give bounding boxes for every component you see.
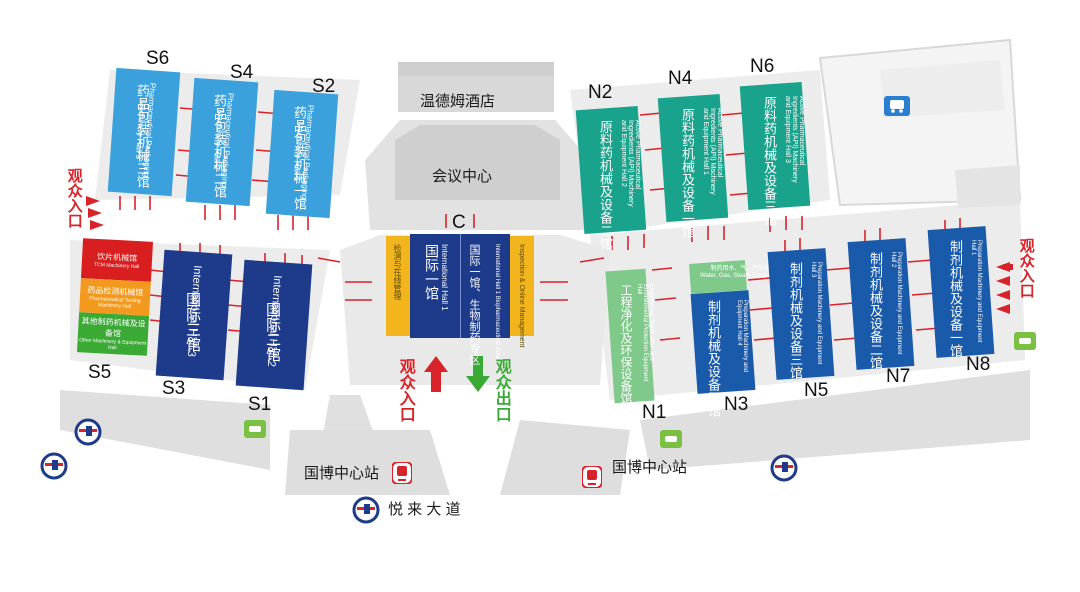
hall-C-en-1: International Hall 1	[440, 244, 449, 311]
hall-code-S5: S5	[88, 362, 112, 383]
conference-center-label: 会议中心	[432, 168, 493, 185]
hall-N1-en: Engineering, Purification and Environmen…	[636, 284, 654, 382]
bus-stop-icon[interactable]	[884, 96, 910, 116]
hall-N4-en: Active Pharmaceutical Ingredients (API) …	[702, 108, 723, 195]
hall-code-N8: N8	[966, 354, 991, 375]
hall-N6-en: Active Pharmaceutical Ingredients (API) …	[784, 96, 805, 183]
hall-N7-cn: 制剂机械及设备二馆	[868, 252, 883, 369]
hall-code-S6: S6	[146, 48, 170, 69]
hall-N8-cn: 制剂机械及设备一馆	[948, 240, 963, 357]
entrance-label-center: 观众入口	[396, 358, 414, 422]
hall-S2-cn: 药品包装机械一馆	[292, 106, 307, 210]
hall-C-side-left-label: 检测与在线管理	[393, 244, 402, 300]
hall-C-side-left[interactable]	[386, 236, 410, 336]
hall-S3-cn: 国际三馆	[184, 292, 201, 352]
hall-code-N2: N2	[588, 82, 613, 103]
entrance-label-east: 观众入口	[1017, 238, 1035, 298]
hall-N6-cn: 原料药机械及设备三馆	[762, 96, 777, 226]
hall-code-S2: S2	[312, 76, 336, 97]
hall-N5-en: Preparation Machinery and Equipment Hall…	[810, 262, 822, 365]
hall-C-en-2: International Hall 1 Biopharmaceutical Z…	[494, 244, 500, 361]
hotel-label: 温德姆酒店	[420, 93, 496, 110]
hall-N1-cn: 工程净化及环保设备馆	[619, 284, 633, 404]
hall-S4-cn: 药品包装机械二馆	[212, 94, 227, 198]
hall-C-cn-2: 国际一馆、生物制药专区	[468, 244, 480, 365]
hall-code-C: C	[452, 212, 466, 233]
station-label-east: 国博中心站	[612, 459, 688, 476]
parking-icon[interactable]	[1014, 332, 1036, 350]
hall-C-side-right[interactable]	[510, 236, 534, 336]
rail-transit-icon[interactable]	[582, 466, 602, 488]
metro-icon[interactable]	[770, 454, 798, 482]
hall-code-N7: N7	[886, 366, 911, 387]
hall-S1-cn: 国际二馆	[264, 302, 281, 362]
metro-icon[interactable]	[40, 452, 68, 480]
hall-N4-cn: 原料药机械及设备一馆	[680, 108, 695, 238]
metro-icon[interactable]	[74, 418, 102, 446]
metro-icon[interactable]	[352, 496, 380, 524]
hall-C-cn-1: 国际一馆	[424, 244, 440, 300]
hall-code-S4: S4	[230, 62, 254, 83]
hall-code-N3: N3	[724, 394, 749, 415]
rail-transit-icon[interactable]	[392, 462, 412, 484]
hall-code-N5: N5	[804, 380, 829, 401]
parking-icon[interactable]	[244, 420, 266, 438]
road-label: 悦 来 大 道	[388, 501, 461, 518]
hall-N3-en: Preparation Machinery and Equipment Hall…	[736, 300, 748, 373]
station-label-west: 国博中心站	[304, 465, 380, 482]
hall-code-N1: N1	[642, 402, 667, 423]
hall-code-S3: S3	[162, 378, 186, 399]
hall-code-N4: N4	[668, 68, 693, 89]
hall-N8-en: Preparation Machinery and Equipment Hall…	[970, 240, 982, 343]
hall-N7-en: Preparation Machinery and Equipment Hall…	[890, 252, 902, 355]
hall-S6-cn: 药品包装机械三馆	[134, 84, 150, 188]
hall-code-S1: S1	[248, 394, 272, 415]
hall-N2-en: Active Pharmaceutical Ingredients (API) …	[620, 120, 641, 207]
hall-N3-cn: 制剂机械及设备四馆	[706, 300, 721, 417]
hall-C-side-right-label: Inspection & Online Management	[518, 244, 525, 348]
exit-label-center: 观众出口	[492, 358, 510, 422]
hall-N5-cn: 制剂机械及设备三馆	[788, 262, 803, 379]
parking-icon[interactable]	[660, 430, 682, 448]
hall-N2-cn: 原料药机械及设备二馆	[598, 120, 613, 250]
hall-C-divider	[460, 234, 461, 338]
entrance-label-west: 观众入口	[65, 168, 83, 228]
hall-code-N6: N6	[750, 56, 775, 77]
